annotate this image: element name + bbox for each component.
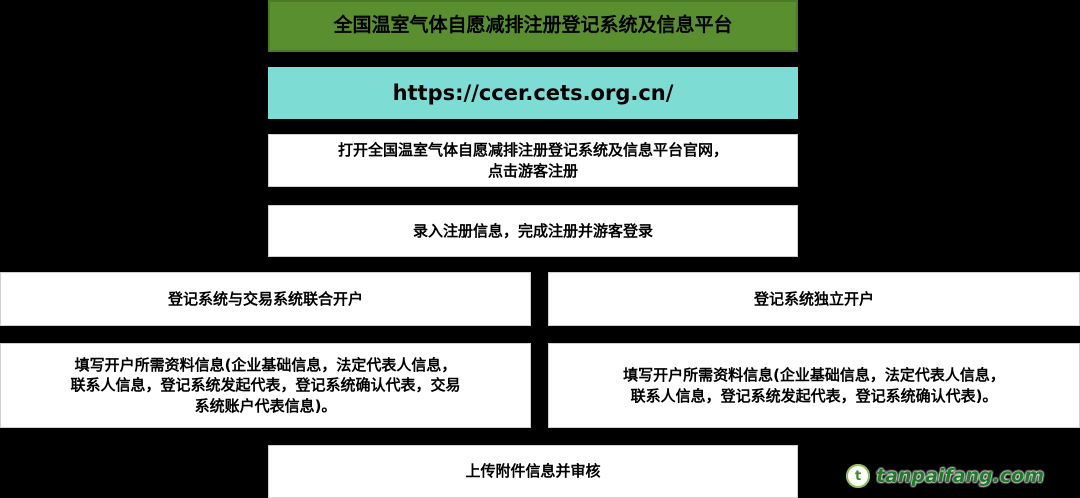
step-upload-review: 上传附件信息并审核 (268, 445, 798, 498)
logo-letter: t (854, 468, 862, 484)
option-independent-account: 登记系统独立开户 (548, 272, 1080, 326)
watermark-text: tanpaifang.com (876, 465, 1044, 487)
leaf-logo-icon: t (846, 464, 871, 488)
platform-url[interactable]: https://ccer.cets.org.cn/ (268, 67, 798, 119)
independent-account-info: 填写开户所需资料信息(企业基础信息，法定代表人信息， 联系人信息，登记系统发起代… (548, 343, 1080, 428)
joint-account-info: 填写开户所需资料信息(企业基础信息，法定代表人信息， 联系人信息，登记系统发起代… (0, 343, 531, 428)
watermark: t tanpaifang.com (846, 464, 1044, 488)
option-joint-account: 登记系统与交易系统联合开户 (0, 272, 531, 326)
step-register: 录入注册信息，完成注册并游客登录 (268, 205, 798, 257)
platform-title: 全国温室气体自愿减排注册登记系统及信息平台 (268, 0, 798, 52)
step-open-site: 打开全国温室气体自愿减排注册登记系统及信息平台官网， 点击游客注册 (268, 134, 798, 187)
